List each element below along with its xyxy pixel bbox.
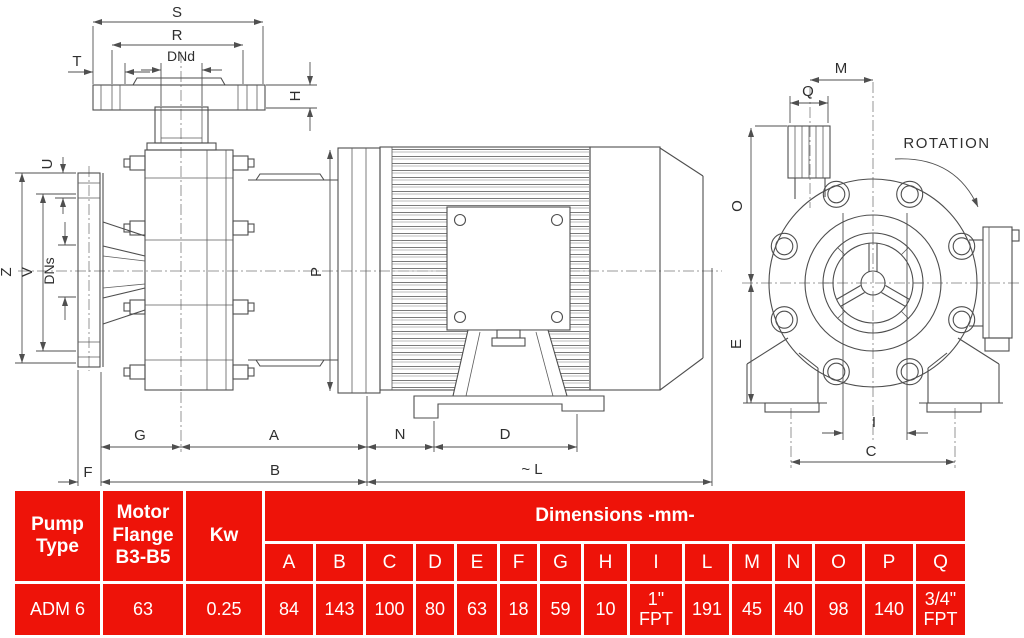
value-Q: 3/4" FPT [913, 581, 968, 638]
dim-label-c: C [866, 443, 877, 460]
front-view-pump: ROTATION [743, 125, 1020, 413]
col-header-E: E [454, 541, 500, 584]
rotation-label: ROTATION [903, 135, 990, 152]
pump-dimensions-table: Pump Type Motor Flange B3-B5 Kw Dimensio… [12, 488, 968, 638]
rotation-arrow [894, 158, 979, 208]
dim-label-l: ~ L [521, 461, 542, 478]
dim-label-z: Z [0, 267, 15, 276]
col-header-N: N [772, 541, 815, 584]
support-bracket [102, 221, 146, 325]
col-header-H: H [581, 541, 630, 584]
table-row-adm6: ADM 6 63 0.25 84 143 100 80 63 18 59 10 … [12, 581, 968, 638]
motor-foot [413, 329, 605, 419]
centerlines [18, 52, 1020, 468]
dim-label-g: G [134, 427, 146, 444]
value-L: 191 [682, 581, 732, 638]
motor-flange [337, 147, 381, 394]
discharge-flange [92, 77, 266, 111]
value-E: 63 [454, 581, 500, 638]
dim-label-h: H [287, 91, 304, 102]
value-O: 98 [812, 581, 865, 638]
dim-label-i: I [872, 414, 876, 431]
col-header-D: D [413, 541, 457, 584]
motor-flange-value: 63 [100, 581, 186, 638]
value-D: 80 [413, 581, 457, 638]
value-P: 140 [862, 581, 916, 638]
dim-label-q: Q [802, 83, 814, 100]
value-B: 143 [313, 581, 366, 638]
value-A: 84 [262, 581, 316, 638]
dim-label-n: N [395, 426, 406, 443]
dim-label-dns: DNs [41, 257, 57, 284]
dim-label-p: P [308, 267, 325, 277]
kw-value: 0.25 [183, 581, 265, 638]
col-header-O: O [812, 541, 865, 584]
col-header-I: I [627, 541, 685, 584]
side-view-pump-motor [77, 77, 704, 419]
col-header-F: F [497, 541, 540, 584]
front-view-dimensions: M Q O E I C [728, 60, 955, 465]
motor-terminal-box [446, 206, 571, 331]
side-port-attachment [969, 226, 1020, 352]
dim-label-m: M [835, 60, 848, 77]
col-header-L: L [682, 541, 732, 584]
dim-label-t: T [72, 53, 81, 70]
value-N: 40 [772, 581, 815, 638]
value-M: 45 [729, 581, 775, 638]
col-header-motor-flange: Motor Flange B3-B5 [100, 488, 186, 584]
suction-flange [77, 172, 104, 368]
front-casing [768, 178, 978, 388]
dim-label-f: F [83, 464, 92, 481]
col-header-M: M [729, 541, 775, 584]
casing-bolts [123, 155, 255, 380]
side-view-dimensions: S R T DNd H U Z V [0, 4, 713, 486]
dim-label-u: U [39, 159, 56, 170]
dim-label-v: V [19, 267, 36, 277]
col-header-B: B [313, 541, 366, 584]
col-header-C: C [363, 541, 416, 584]
coupling-housing [248, 173, 338, 367]
front-casing-bolts [770, 180, 976, 386]
dim-label-a: A [269, 427, 279, 444]
value-C: 100 [363, 581, 416, 638]
dim-label-o: O [729, 200, 746, 212]
col-header-G: G [537, 541, 584, 584]
col-header-Q: Q [913, 541, 968, 584]
discharge-nozzle [146, 106, 217, 151]
value-F: 18 [497, 581, 540, 638]
dim-label-dnd: DNd [167, 48, 195, 64]
motor-fan-cover [589, 146, 704, 391]
front-feet [743, 337, 1003, 413]
value-H: 10 [581, 581, 630, 638]
col-header-A: A [262, 541, 316, 584]
col-header-P: P [862, 541, 916, 584]
col-header-kw: Kw [183, 488, 265, 584]
pump-casing [144, 149, 234, 391]
value-I: 1" FPT [627, 581, 685, 638]
dim-label-b: B [270, 462, 280, 479]
col-header-pump-type: Pump Type [12, 488, 103, 584]
dim-label-r: R [172, 27, 183, 44]
pump-technical-drawing: S R T DNd H U Z V [0, 4, 1020, 486]
dim-label-d: D [500, 426, 511, 443]
value-G: 59 [537, 581, 584, 638]
dim-label-s: S [172, 4, 182, 21]
pump-type-value: ADM 6 [12, 581, 103, 638]
dim-label-e: E [728, 339, 745, 349]
front-discharge-port [787, 125, 831, 199]
col-header-dimensions-mm: Dimensions -mm- [262, 488, 968, 544]
